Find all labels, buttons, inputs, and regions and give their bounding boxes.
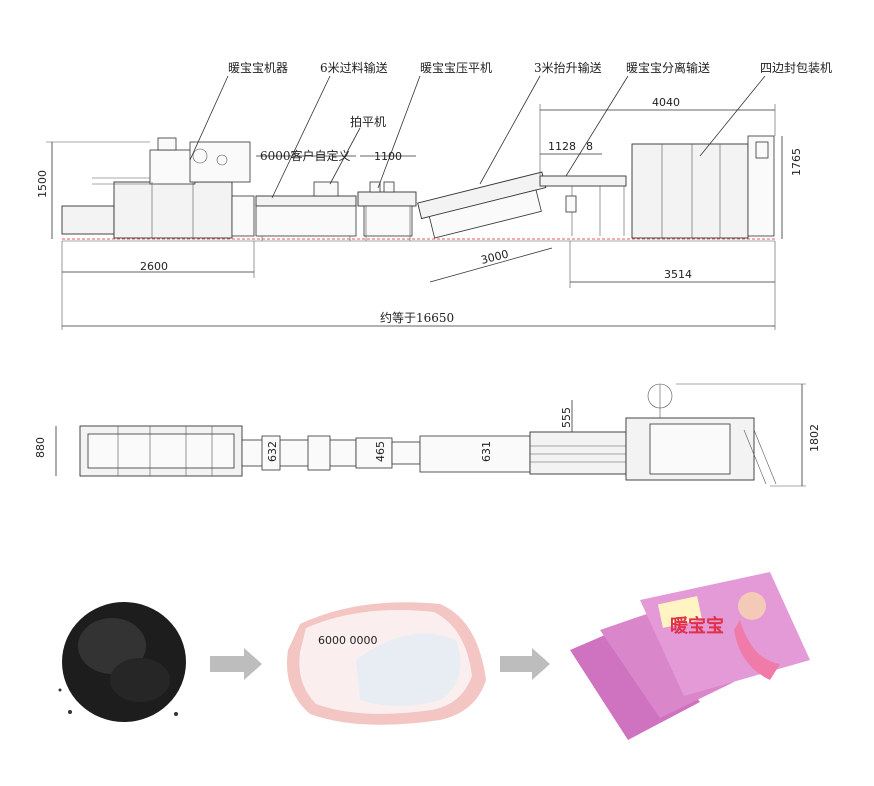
- dim-4040: 4040: [652, 96, 680, 109]
- label-separator: 暖宝宝分离输送: [626, 60, 710, 75]
- dim-2600: 2600: [140, 260, 168, 273]
- dim-1128: 1128: [548, 140, 576, 153]
- top-conveyor-6m: [241, 439, 357, 467]
- heat-pack-packages-image: 暖宝宝: [570, 572, 810, 740]
- lift-conveyor-3m: [417, 171, 547, 239]
- dim-total: 约等于16650: [380, 310, 454, 325]
- label-conveyor-6m: 6米过料输送: [320, 60, 388, 75]
- dim-1765: 1765: [790, 148, 803, 176]
- label-heat-pad-machine: 暖宝宝机器: [228, 61, 288, 75]
- heat-pad-image: 6000 0000: [286, 602, 486, 725]
- dim-3514: 3514: [664, 268, 692, 281]
- heat-pad-machine: [61, 137, 255, 239]
- arrow-icon: [500, 648, 550, 680]
- top-separator: [529, 431, 627, 475]
- side-view: 暖宝宝机器 6米过料输送 暖宝宝压平机 3米抬升输送 暖宝宝分离输送 四边封包装…: [36, 60, 832, 330]
- dim-1100: 1100: [374, 150, 402, 163]
- separator-conveyor: [539, 175, 627, 236]
- press-machine: [357, 181, 417, 241]
- label-flattener: 拍平机: [350, 114, 386, 129]
- arrow-icon: [210, 648, 262, 680]
- pack-brand-text: 暖宝宝: [670, 615, 724, 637]
- dim-custom-6000: 6000客户自定义: [260, 148, 351, 163]
- packing-machine: [631, 135, 775, 239]
- dim-1500: 1500: [36, 170, 49, 198]
- top-view: 880 632 465 631 555 1802: [34, 383, 821, 487]
- process-strip: 6000 0000 暖宝宝: [58, 572, 810, 740]
- top-lift-conveyor: [419, 435, 531, 473]
- dim-555: 555: [560, 407, 573, 428]
- dim-880: 880: [34, 437, 47, 458]
- conveyor-6m: [255, 181, 357, 241]
- dim-632: 632: [266, 441, 279, 462]
- iron-powder-image: [58, 602, 186, 722]
- pad-print-text: 6000 0000: [318, 634, 378, 647]
- dim-1802: 1802: [808, 424, 821, 452]
- label-packer: 四边封包装机: [760, 61, 832, 75]
- dim-465: 465: [374, 441, 387, 462]
- top-press: [355, 437, 393, 469]
- label-press: 暖宝宝压平机: [420, 61, 492, 75]
- dim-8: 8: [586, 140, 593, 153]
- label-lift-3m: 3米抬升输送: [534, 60, 602, 75]
- dim-631: 631: [480, 441, 493, 462]
